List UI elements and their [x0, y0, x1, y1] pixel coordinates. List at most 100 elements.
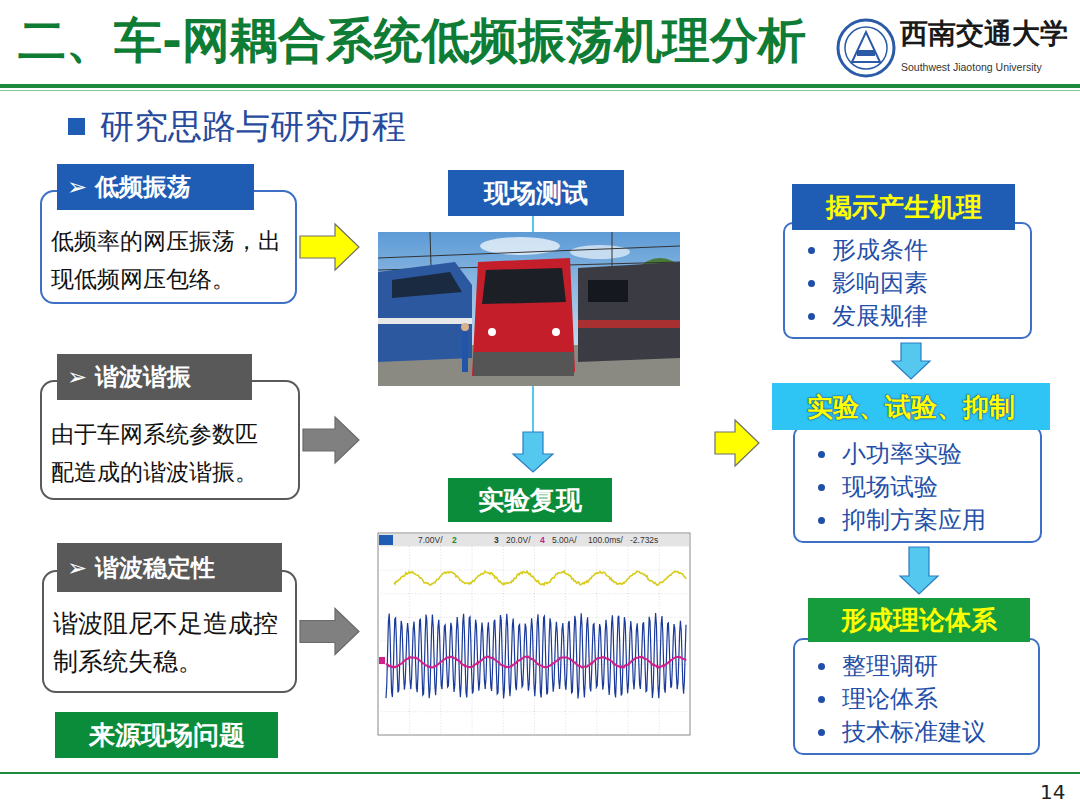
bullet-list-box: 形成条件影响因素发展规律	[783, 222, 1032, 339]
photo-sky	[378, 232, 680, 386]
scope-channel: 4	[540, 534, 545, 546]
site-photo	[378, 232, 680, 386]
scope-channel-box: 2	[452, 534, 457, 546]
heading-box: 实验复现	[448, 478, 612, 522]
list-item-text: 整理调研	[842, 650, 1032, 683]
block-arrow	[303, 417, 359, 463]
scope-scale: 20.0V/	[506, 534, 531, 546]
block-arrow	[300, 224, 359, 270]
emblem-ring	[838, 20, 894, 76]
heading-text: 实验复现	[478, 484, 582, 516]
block-arrow	[513, 432, 553, 472]
block-arrow	[300, 609, 359, 655]
bullet-dot	[808, 247, 815, 254]
flow-arrow	[900, 547, 938, 594]
scope-channel-box: 4	[540, 534, 545, 546]
problem-box: ➢ 谐波谐振由于车网系统参数匹配造成的谐波谐振。	[40, 380, 300, 500]
heading-box: 揭示产生机理	[792, 184, 1015, 230]
body-text: 由于车网系统参数匹配造成的谐波谐振。	[51, 415, 270, 491]
subtitle-square	[68, 118, 85, 135]
group-panel: 揭示产生机理形成条件影响因素发展规律实验、试验、抑制小功率实验现场试验抑制方案应…	[762, 158, 1058, 770]
list-item-text: 发展规律	[832, 300, 1024, 333]
scope-scale-box: 20.0V/	[506, 534, 531, 546]
section-subtitle-box: 研究思路与研究历程	[100, 105, 406, 147]
university-name: 西南交通大学	[900, 16, 1068, 52]
university-name-en-box: Southwest Jiaotong University	[901, 61, 1042, 74]
list-item-text: 现场试验	[842, 471, 1034, 504]
list-item-text: 抑制方案应用	[842, 504, 1034, 537]
red-locomotive-skirt	[474, 352, 574, 376]
scope-offset: -2.732s	[630, 534, 658, 546]
red-locomotive	[472, 258, 575, 376]
tab-label: ➢ 谐波稳定性	[57, 543, 282, 592]
tab-text: ➢ 低频振荡	[67, 172, 191, 202]
block-arrow	[900, 547, 938, 594]
university-name-en: Southwest Jiaotong University	[901, 61, 1042, 74]
heading-text: 实验、试验、抑制	[807, 391, 1015, 423]
scope-channel: 3	[494, 534, 499, 546]
list-row: 小功率实验	[795, 438, 1034, 471]
diesel-window	[588, 280, 628, 302]
block-arrow	[892, 343, 930, 379]
scope-offset-box: -2.732s	[630, 534, 658, 546]
heading-text: 现场测试	[484, 177, 588, 209]
scope-timebase-box: 100.0ms/	[588, 534, 623, 546]
bullet-list-box: 小功率实验现场试验抑制方案应用	[793, 426, 1042, 543]
university-name-box: 西南交通大学	[900, 16, 1068, 52]
page-number-box: 14	[1040, 780, 1065, 804]
problem-box: ➢ 谐波稳定性谐波阻尼不足造成控制系统失稳。	[42, 570, 297, 693]
scope-channel-box: 3	[494, 534, 499, 546]
heading-box: 形成理论体系	[808, 598, 1030, 642]
emblem-inner-ring	[845, 27, 887, 69]
body-text: 低频率的网压振荡，出现低频网压包络。	[51, 222, 289, 298]
scope-scale-box: 7.00V/	[418, 534, 443, 546]
slide-title: 二、车-网耦合系统低频振荡机理分析	[18, 10, 806, 70]
person	[462, 332, 468, 372]
flow-arrow	[892, 343, 930, 379]
list-item-text: 形成条件	[832, 234, 1024, 267]
headlight	[552, 328, 560, 336]
list-item-text: 技术标准建议	[842, 716, 1032, 749]
tab-label: ➢ 谐波谐振	[57, 354, 252, 400]
block-arrow	[715, 420, 759, 466]
list-row: 抑制方案应用	[795, 504, 1034, 537]
red-locomotive-window	[482, 268, 566, 304]
list-item-text: 理论体系	[842, 683, 1032, 716]
scope-timebase: 100.0ms/	[588, 534, 623, 546]
person-head	[461, 323, 469, 331]
bullet-dot	[818, 517, 825, 524]
flow-arrow	[300, 224, 359, 270]
list-row: 整理调研	[795, 650, 1032, 683]
heading-box: 来源现场问题	[55, 712, 278, 758]
list-row: 发展规律	[785, 300, 1024, 333]
heading-box: 现场测试	[448, 170, 624, 216]
scope-background	[378, 533, 690, 735]
headlight	[488, 328, 496, 336]
problem-box: ➢ 低频振荡低频率的网压振荡，出现低频网压包络。	[40, 190, 297, 304]
scope-channel: 2	[452, 534, 457, 546]
heading-text: 形成理论体系	[841, 604, 997, 636]
bullet-dot	[818, 729, 825, 736]
list-item-text: 小功率实验	[842, 438, 1034, 471]
list-row: 现场试验	[795, 471, 1034, 504]
heading-box: 实验、试验、抑制	[772, 383, 1050, 430]
bullet-list-box: 整理调研理论体系技术标准建议	[793, 638, 1040, 755]
flow-arrow	[300, 609, 359, 655]
diesel-stripe	[578, 320, 680, 328]
page-number: 14	[1040, 780, 1065, 804]
list-row: 形成条件	[785, 234, 1024, 267]
trace-yellow	[394, 571, 686, 585]
section-subtitle: 研究思路与研究历程	[100, 105, 406, 147]
header-rule	[0, 84, 1080, 88]
tab-label: ➢ 低频振荡	[57, 164, 254, 210]
bullet-dot	[818, 663, 825, 670]
panel-outline	[362, 158, 712, 768]
heading-text: 来源现场问题	[89, 719, 245, 751]
flow-arrow	[303, 417, 359, 463]
list-row: 技术标准建议	[795, 716, 1032, 749]
emblem-gate	[852, 32, 880, 62]
emblem-base	[857, 50, 875, 56]
tab-text: ➢ 谐波稳定性	[67, 553, 215, 583]
flow-arrow	[715, 420, 759, 466]
